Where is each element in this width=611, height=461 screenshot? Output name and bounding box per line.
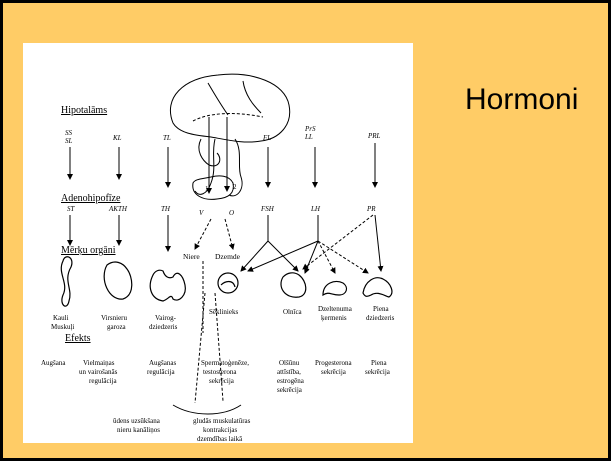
svg-text:testosterona: testosterona — [203, 368, 237, 376]
organ-1-line2: Muskuļi — [51, 323, 74, 331]
effect-5: Olšūnu attīstība, estrogēna sekrēcija — [277, 359, 305, 394]
effect-6: Progesterona sekrēcija — [315, 359, 352, 376]
slide-background: Hormoni — [3, 3, 608, 458]
effect-8: ūdens uzsūkšana nieru kanāliņos — [113, 417, 161, 434]
svg-text:Piena: Piena — [371, 359, 387, 367]
header-target-organs: Mērķu orgāni — [61, 245, 116, 256]
hormone-prl: PRL — [367, 132, 381, 140]
hormone-akth: AKTH — [108, 205, 128, 213]
hormone-fl: FL — [262, 134, 271, 142]
organ-6-line1: Dzeltenuma — [318, 305, 353, 313]
target-dzemde: Dzemde — [215, 252, 241, 261]
pituitary-marker-o: O — [229, 209, 234, 217]
svg-text:regulācija: regulācija — [89, 377, 117, 385]
effect-1: Augšana — [41, 359, 66, 367]
svg-text:regulācija: regulācija — [147, 368, 175, 376]
hormone-tl: TL — [163, 134, 171, 142]
hormone-kl: KL — [112, 134, 122, 142]
header-hypothalamus: Hipotalāms — [61, 105, 107, 116]
organ-3-line2: dziedzeris — [149, 323, 178, 331]
header-effects: Efekts — [65, 333, 91, 344]
svg-text:gludās muskulatūras: gludās muskulatūras — [193, 417, 251, 425]
organ-1-line1: Kauli — [53, 314, 69, 322]
svg-text:sekrēcija: sekrēcija — [209, 377, 235, 385]
svg-text:kontrakcijas: kontrakcijas — [203, 426, 237, 434]
svg-text:Progesterona: Progesterona — [315, 359, 352, 367]
hormone-prs: PrS — [304, 125, 316, 133]
organ-3-line1: Vairog- — [155, 314, 177, 322]
hormone-sl: SL — [65, 137, 73, 145]
hormone-lh: LH — [310, 205, 321, 213]
hormone-ll: LL — [304, 133, 313, 141]
svg-text:sekrēcija: sekrēcija — [365, 368, 391, 376]
pituitary-marker-v: V — [199, 209, 204, 217]
svg-text:Augšana: Augšana — [41, 359, 66, 367]
svg-text:dzemdības laikā: dzemdības laikā — [197, 435, 243, 443]
svg-text:sekrēcija: sekrēcija — [321, 368, 347, 376]
svg-text:sekrēcija: sekrēcija — [277, 386, 303, 394]
organ-2-line1: Virsnieru — [101, 314, 128, 322]
header-adenohypophysis: Adenohipofīze — [61, 193, 121, 204]
hormone-st: ST — [67, 205, 76, 213]
hypothalamus-arrows — [70, 143, 375, 187]
svg-text:nieru kanāliņos: nieru kanāliņos — [117, 426, 160, 434]
effect-7: Piena sekrēcija — [365, 359, 391, 376]
effect-4: Spermatoģenēze, testosterona sekrēcija — [201, 359, 249, 385]
organ-2-line2: garoza — [107, 323, 127, 331]
pituitary-marker-2: 2 — [233, 183, 237, 191]
effect-3: Augšanas regulācija — [147, 359, 176, 376]
hormone-fsh: FSH — [260, 205, 275, 213]
slide-title: Hormoni — [465, 83, 578, 117]
brain-illustration — [170, 74, 289, 199]
organ-6-line2: ķermenis — [321, 314, 347, 322]
hormone-th: TH — [161, 205, 171, 213]
svg-text:ūdens uzsūkšana: ūdens uzsūkšana — [113, 417, 161, 425]
hormone-pr: PR — [366, 205, 376, 213]
organ-5: Olnīca — [283, 308, 303, 316]
svg-text:Olšūnu: Olšūnu — [279, 359, 300, 367]
pituitary-marker-1: 1 — [205, 185, 209, 193]
hormone-diagram: 1 2 V O Hipotalāms Adenohipofīze Mērķu o… — [23, 43, 413, 443]
organ-7-line2: dziedzeris — [366, 314, 395, 322]
svg-text:Spermatoģenēze,: Spermatoģenēze, — [201, 359, 249, 367]
svg-text:estrogēna: estrogēna — [277, 377, 305, 385]
svg-text:Vielmaiņas: Vielmaiņas — [83, 359, 115, 367]
organ-7-line1: Piena — [373, 305, 389, 313]
svg-text:un vairošanās: un vairošanās — [79, 368, 118, 376]
effect-9: gludās muskulatūras kontrakcijas dzemdīb… — [193, 417, 251, 443]
hormone-ss: SS — [65, 129, 73, 137]
organ-shapes — [61, 257, 392, 306]
organ-4: Sēklinieks — [209, 308, 238, 316]
effect-2: Vielmaiņas un vairošanās regulācija — [79, 359, 118, 385]
svg-text:Augšanas: Augšanas — [149, 359, 176, 367]
target-niere: Niere — [183, 252, 200, 261]
svg-text:attīstība,: attīstība, — [277, 368, 301, 376]
